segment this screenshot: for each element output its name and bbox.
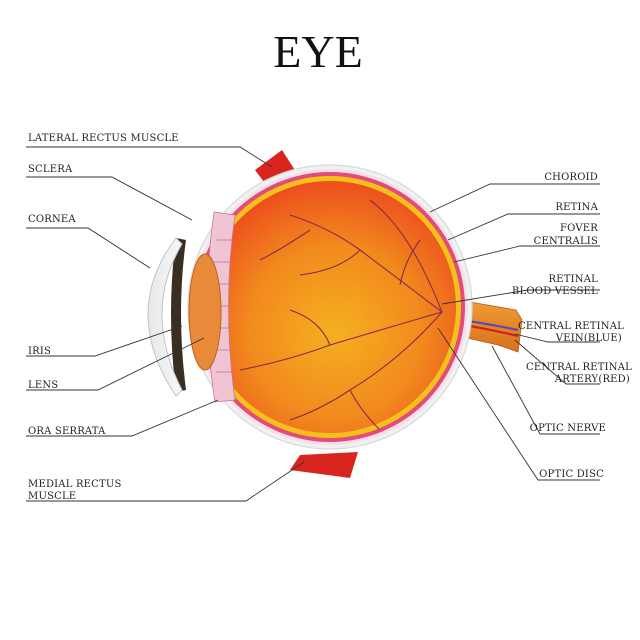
cornea bbox=[147, 237, 183, 397]
label-medial-rectus-line1: MEDIAL RECTUS bbox=[28, 479, 122, 490]
label-central-artery-line1: CENTRAL RETINAL bbox=[526, 362, 632, 373]
label-ora-serrata: ORA SERRATA bbox=[28, 426, 106, 437]
label-fovea-line1: FOVER bbox=[560, 223, 598, 234]
label-sclera: SCLERA bbox=[28, 164, 73, 175]
label-central-artery-line2: ARTERY(RED) bbox=[554, 374, 630, 385]
lens bbox=[188, 253, 222, 371]
label-central-vein-line1: CENTRAL RETINAL bbox=[518, 321, 624, 332]
label-cornea: CORNEA bbox=[28, 214, 76, 225]
label-choroid: CHOROID bbox=[544, 172, 598, 183]
label-retinal-vessel-line1: RETINAL bbox=[549, 274, 599, 285]
label-lateral-rectus: LATERAL RECTUS MUSCLE bbox=[28, 133, 179, 144]
medial-rectus-muscle bbox=[290, 452, 358, 478]
label-lens: LENS bbox=[28, 380, 58, 391]
label-retinal-vessel-line2: BLOOD VESSEL bbox=[512, 286, 598, 297]
label-retina: RETINA bbox=[555, 202, 598, 213]
label-central-vein-line2: VEIN(BLUE) bbox=[555, 333, 622, 344]
vitreous-body bbox=[204, 181, 456, 433]
page-title: EYE bbox=[273, 26, 362, 77]
retinal-blood-vessels bbox=[239, 199, 443, 431]
label-iris: IRIS bbox=[28, 346, 51, 357]
label-optic-nerve: OPTIC NERVE bbox=[530, 423, 606, 434]
iris bbox=[171, 238, 186, 392]
label-fovea-line2: CENTRALIS bbox=[534, 236, 598, 247]
label-medial-rectus-line2: MUSCLE bbox=[28, 491, 76, 502]
leader-lines bbox=[26, 146, 600, 502]
label-optic-disc: OPTIC DISC bbox=[539, 469, 604, 480]
